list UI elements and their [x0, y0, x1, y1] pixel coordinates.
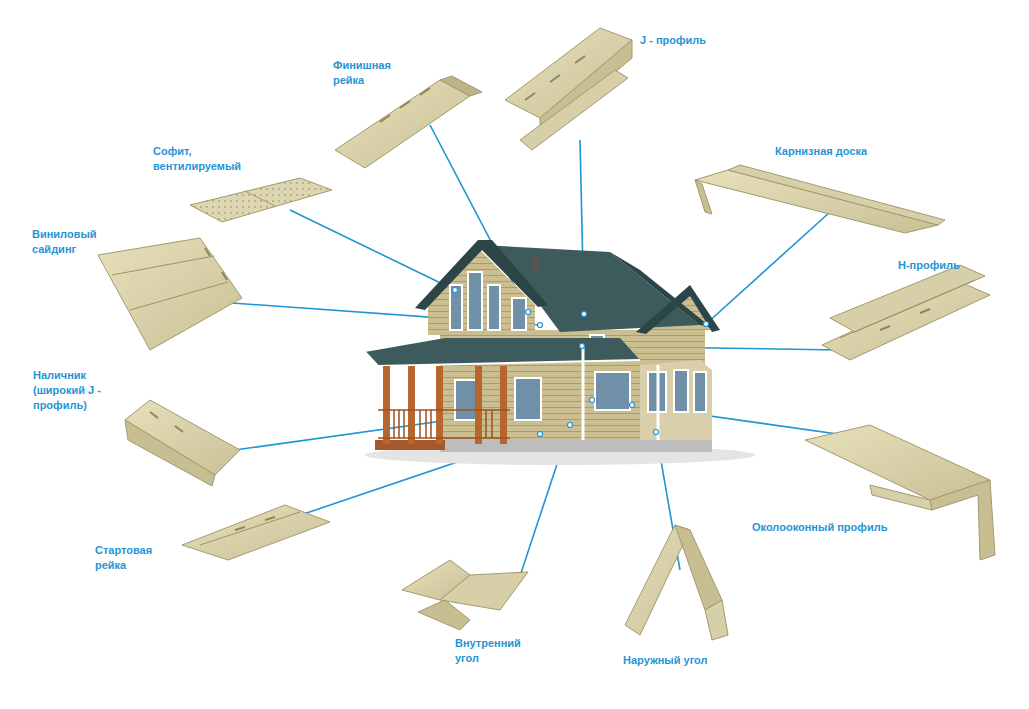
part-label: Наличник (широкий J - профиль) — [33, 368, 118, 413]
part-label: Околооконный профиль — [752, 520, 887, 535]
part-label: J - профиль — [640, 33, 706, 48]
part-label: Виниловый сайдинг — [32, 227, 107, 257]
part-label: Стартовая рейка — [95, 543, 165, 573]
part-label: Карнизная доска — [775, 144, 867, 159]
house-illustration — [365, 240, 755, 465]
part-label: Внутренний угол — [455, 636, 535, 666]
part-label: Наружный угол — [623, 653, 708, 668]
part-label: H-профиль — [898, 258, 960, 273]
part-label: Финишная рейка — [333, 58, 413, 88]
profile-parts — [98, 28, 995, 640]
part-label: Софит, вентилируемый — [153, 144, 263, 174]
